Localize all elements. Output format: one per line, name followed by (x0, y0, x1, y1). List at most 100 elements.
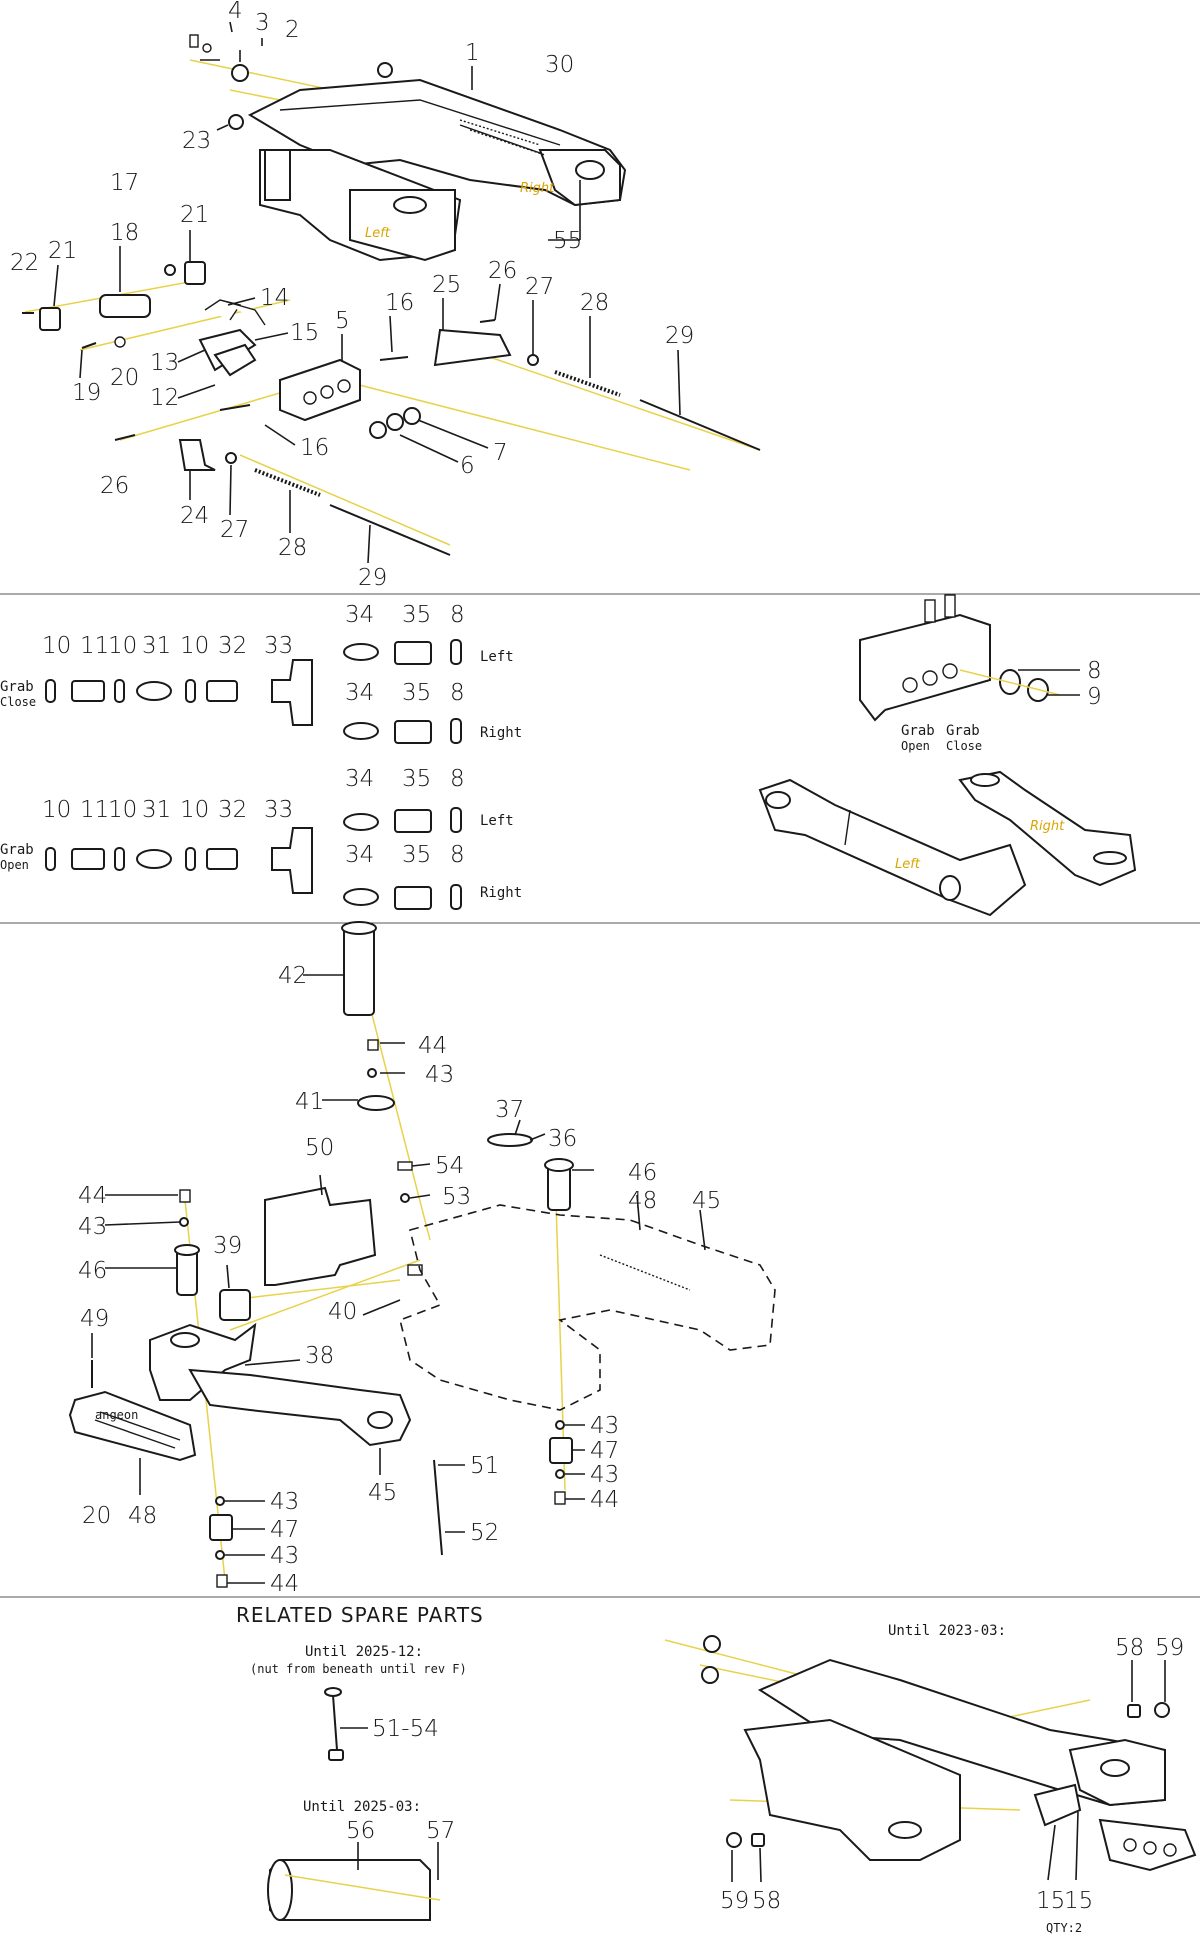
handle-arm: angeon (68, 1322, 412, 1462)
springs-and-rods (254, 370, 761, 556)
callout-34c: 34 (345, 766, 374, 792)
callout-32b: 32 (218, 797, 247, 823)
close-label-2: Close (946, 739, 982, 753)
section-main-assembly: Right Left (10, 0, 761, 591)
callout-10a: 10 (42, 633, 71, 659)
callout-46a: 46 (628, 1160, 657, 1186)
callout-18: 18 (110, 220, 139, 246)
section-arm-assembly: angeon (68, 921, 776, 1597)
right-label: Right (520, 181, 555, 196)
callout-48a: 48 (628, 1188, 657, 1214)
cyl-left-label: Left (895, 857, 921, 872)
callout-53: 53 (442, 1184, 471, 1210)
callout-5: 5 (335, 308, 350, 334)
right-label-row1: Right (480, 725, 522, 741)
callout-39: 39 (213, 1233, 242, 1259)
dashed-frame (399, 1204, 776, 1411)
bolt-51-54: 51-54 (324, 1687, 439, 1761)
callout-26a: 26 (100, 473, 129, 499)
lower-stack (209, 1420, 573, 1588)
callout-7: 7 (493, 440, 508, 466)
brand-logo: angeon (95, 1408, 138, 1422)
callout-34a: 34 (345, 602, 374, 628)
callout-56: 56 (346, 1818, 375, 1844)
left-label-row1: Left (480, 649, 514, 665)
callout-16b: 16 (300, 435, 329, 461)
callout-3: 3 (255, 10, 270, 36)
grab-open-label-1: Grab (0, 842, 34, 858)
callout-2: 2 (285, 17, 300, 43)
qty-label: QTY:2 (1046, 1921, 1082, 1935)
callout-36: 36 (548, 1126, 577, 1152)
section-related-parts: RELATED SPARE PARTS Until 2025-12: (nut … (236, 1603, 1197, 1935)
section1-leaders (53, 21, 681, 564)
callout-4: 4 (228, 0, 243, 24)
callout-13: 13 (150, 350, 179, 376)
callout-8d: 8 (450, 842, 465, 868)
levers (114, 319, 539, 471)
callout-15: 15 (290, 320, 319, 346)
callout-8c: 8 (450, 766, 465, 792)
callout-42: 42 (278, 963, 307, 989)
callout-21b: 21 (48, 238, 77, 264)
callout-8e: 8 (1087, 658, 1102, 684)
callout-20: 20 (110, 365, 139, 391)
valve-block-detail: 8 9 Grab Open Grab Close (859, 594, 1102, 753)
callout-44c: 44 (590, 1487, 619, 1513)
callout-51: 51 (470, 1453, 499, 1479)
left-label: Left (365, 226, 391, 241)
callout-58b: 58 (752, 1888, 781, 1914)
callout-27b: 27 (525, 274, 554, 300)
callout-26b: 26 (488, 258, 517, 284)
callout-54: 54 (435, 1153, 464, 1179)
old-arm-assembly (664, 1635, 1197, 1883)
callout-43e: 43 (270, 1489, 299, 1515)
callout-6: 6 (460, 453, 475, 479)
callout-28b: 28 (580, 290, 609, 316)
callout-29b: 29 (665, 323, 694, 349)
valve-block (219, 356, 421, 439)
callout-47b: 47 (270, 1517, 299, 1543)
callout-51-54: 51-54 (372, 1716, 439, 1742)
callout-10c: 10 (180, 633, 209, 659)
callout-10f: 10 (180, 797, 209, 823)
callout-35c: 35 (402, 766, 431, 792)
callout-29a: 29 (358, 565, 387, 591)
callout-52: 52 (470, 1520, 499, 1546)
callout-31a: 31 (142, 633, 171, 659)
callout-59a: 59 (1155, 1635, 1184, 1661)
callout-44a: 44 (418, 1033, 447, 1059)
main-arm-body: Right Left (247, 78, 627, 262)
callout-44b: 44 (78, 1183, 107, 1209)
callout-1: 1 (465, 40, 480, 66)
open-label: Open (0, 858, 29, 872)
nut-note: (nut from beneath until rev F) (250, 1662, 467, 1676)
section4-callouts: 58 59 59 58 15 15 QTY:2 (720, 1635, 1184, 1935)
close-label: Close (0, 695, 36, 709)
callout-30: 30 (545, 52, 574, 78)
callout-37: 37 (495, 1097, 524, 1123)
callout-27a: 27 (220, 517, 249, 543)
callout-35a: 35 (402, 602, 431, 628)
callout-21a: 21 (180, 202, 209, 228)
callout-15b: 15 (1064, 1888, 1093, 1914)
callout-23: 23 (182, 128, 211, 154)
callout-10e: 10 (108, 797, 137, 823)
cyl-right-label: Right (1030, 819, 1065, 834)
callout-43b: 43 (78, 1214, 107, 1240)
section3-callouts: 42 44 43 41 37 36 46 48 45 50 54 53 44 4… (78, 963, 721, 1597)
callout-58a: 58 (1115, 1635, 1144, 1661)
callout-34b: 34 (345, 680, 374, 706)
callout-10d: 10 (42, 797, 71, 823)
callout-11b: 11 (80, 797, 109, 823)
fittings-row-close (45, 639, 462, 744)
callout-24: 24 (180, 503, 209, 529)
grab-close-label-2: Grab (946, 723, 980, 739)
callout-57: 57 (426, 1818, 455, 1844)
callout-49: 49 (80, 1306, 109, 1332)
callout-8a: 8 (450, 602, 465, 628)
fittings-row-open (45, 807, 462, 910)
callout-16a: 16 (385, 290, 414, 316)
callout-19: 19 (72, 380, 101, 406)
callout-43a: 43 (425, 1062, 454, 1088)
